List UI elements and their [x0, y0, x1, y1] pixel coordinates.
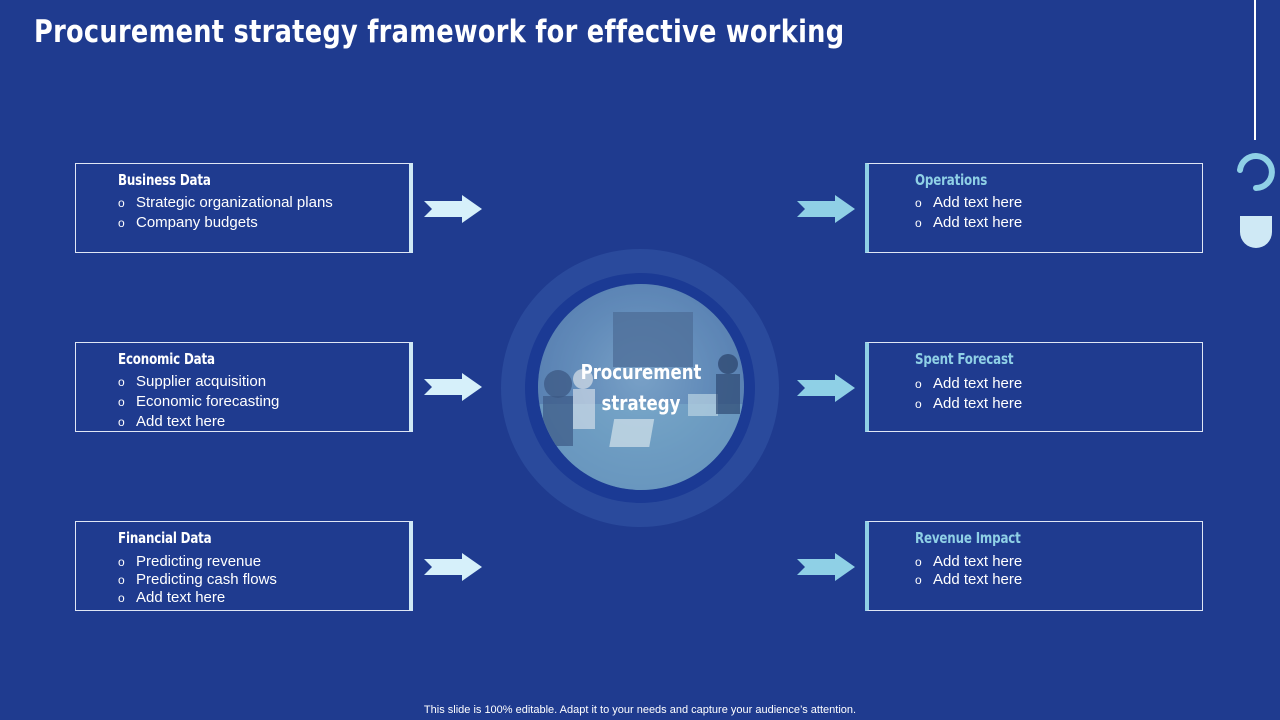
arrow-right-icon	[797, 374, 855, 402]
footer-note: This slide is 100% editable. Adapt it to…	[423, 704, 857, 716]
arrow-right-icon	[424, 553, 482, 581]
arrow-right-icon	[797, 195, 855, 223]
arrow-right-icon	[424, 195, 482, 223]
center-label-line2: strategy	[601, 391, 681, 415]
box-heading: Economic Data	[118, 350, 215, 368]
box-heading: Operations	[915, 171, 988, 189]
box-heading: Business Data	[118, 171, 211, 189]
decorative-hook-icon	[1237, 153, 1275, 248]
box-heading: Spent Forecast	[915, 350, 1014, 368]
box-heading: Revenue Impact	[915, 529, 1021, 547]
meeting-illustration	[538, 284, 744, 490]
box-heading: Financial Data	[118, 529, 212, 547]
center-label-line1: Procurement	[580, 360, 702, 384]
center-label: Procurement strategy	[546, 357, 736, 419]
decorative-line	[1254, 0, 1256, 140]
arrow-right-icon	[797, 553, 855, 581]
arrow-right-icon	[424, 373, 482, 401]
slide-title: Procurement strategy framework for effec…	[34, 14, 845, 50]
meeting-photo	[538, 284, 744, 490]
